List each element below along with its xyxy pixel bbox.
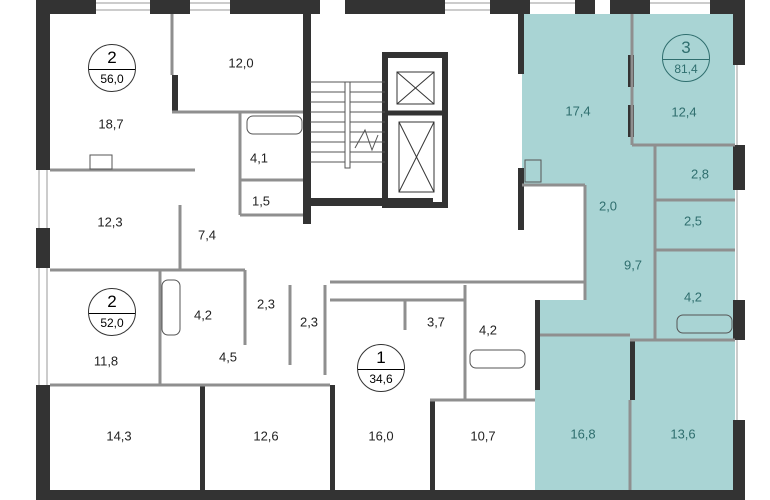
apartment-area: 34,6 — [369, 372, 393, 386]
apartment-badge[interactable]: 1 34,6 — [357, 344, 405, 392]
room-area: 13,6 — [670, 426, 696, 442]
rooms-count: 2 — [89, 291, 135, 314]
room-area: 14,3 — [106, 428, 132, 444]
room-area: 4,1 — [249, 150, 269, 166]
room-area: 16,8 — [570, 426, 596, 442]
room-area: 12,3 — [97, 214, 123, 230]
apartment-3-highlight — [522, 14, 735, 492]
room-area: 17,4 — [565, 103, 591, 119]
room-area: 16,0 — [368, 428, 394, 444]
room-area: 2,3 — [299, 314, 319, 330]
room-area: 2,5 — [683, 213, 703, 229]
room-area: 12,0 — [228, 55, 254, 71]
stair-core — [303, 14, 448, 224]
room-area: 9,7 — [623, 257, 643, 273]
apartment-area: 56,0 — [100, 72, 124, 86]
partitions — [50, 14, 735, 490]
room-area: 3,7 — [426, 314, 446, 330]
room-area: 2,3 — [256, 296, 276, 312]
room-area: 4,2 — [193, 307, 213, 323]
room-area: 4,2 — [478, 322, 498, 338]
room-area: 2,8 — [690, 166, 710, 182]
room-area: 4,5 — [218, 349, 238, 365]
rooms-count: 1 — [358, 347, 404, 370]
rooms-count: 3 — [663, 37, 709, 60]
room-area: 4,2 — [683, 289, 703, 305]
apartment-badge[interactable]: 3 81,4 — [662, 34, 710, 82]
room-area: 12,4 — [671, 104, 697, 120]
room-area: 12,6 — [253, 428, 279, 444]
rooms-count: 2 — [89, 47, 135, 70]
room-area: 18,7 — [98, 116, 124, 132]
room-area: 1,5 — [251, 193, 271, 209]
room-area: 10,7 — [470, 428, 496, 444]
exterior-walls — [36, 0, 745, 500]
room-area: 11,8 — [93, 353, 119, 369]
room-area: 2,0 — [598, 198, 618, 214]
apartment-badge[interactable]: 2 56,0 — [88, 44, 136, 92]
room-area: 7,4 — [197, 227, 217, 243]
apartment-badge[interactable]: 2 52,0 — [88, 288, 136, 336]
fixtures — [89, 115, 733, 369]
windows — [38, 2, 738, 420]
apartment-area: 52,0 — [100, 316, 124, 330]
apartment-area: 81,4 — [674, 62, 698, 76]
